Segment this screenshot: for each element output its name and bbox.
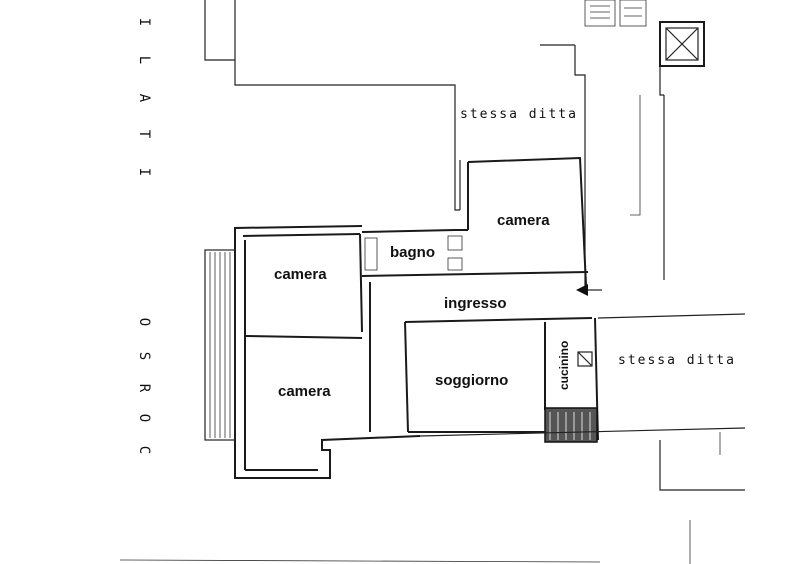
street-letter: C — [136, 446, 152, 454]
street-letter: A — [136, 94, 152, 103]
street-letter: O — [136, 318, 152, 326]
room-label-ingresso: ingresso — [444, 295, 507, 312]
neighbor-outline-right — [119, 432, 745, 564]
room-label-camera-top-right: camera — [497, 212, 550, 229]
room-label-cucinino: cucinino — [557, 341, 571, 390]
apartment-walls — [234, 156, 746, 479]
room-label-camera-left-upper: camera — [274, 266, 327, 283]
street-letter: R — [136, 384, 152, 393]
room-label-camera-left-lower: camera — [278, 383, 331, 400]
balcony — [204, 249, 236, 441]
neighbor-label-right: stessa ditta — [618, 353, 736, 368]
street-letter: T — [136, 130, 152, 139]
neighbor-label-top: stessa ditta — [460, 107, 578, 122]
room-label-bagno: bagno — [390, 244, 435, 261]
street-letter: I — [136, 168, 152, 176]
street-letter: O — [136, 414, 152, 422]
street-letter: L — [136, 56, 152, 64]
street-letter: I — [136, 18, 152, 26]
street-name: I L A T I O S R O C — [136, 18, 152, 454]
room-label-soggiorno: soggiorno — [435, 372, 508, 389]
street-letter: S — [136, 352, 152, 360]
neighbor-outline-top — [204, 0, 705, 290]
